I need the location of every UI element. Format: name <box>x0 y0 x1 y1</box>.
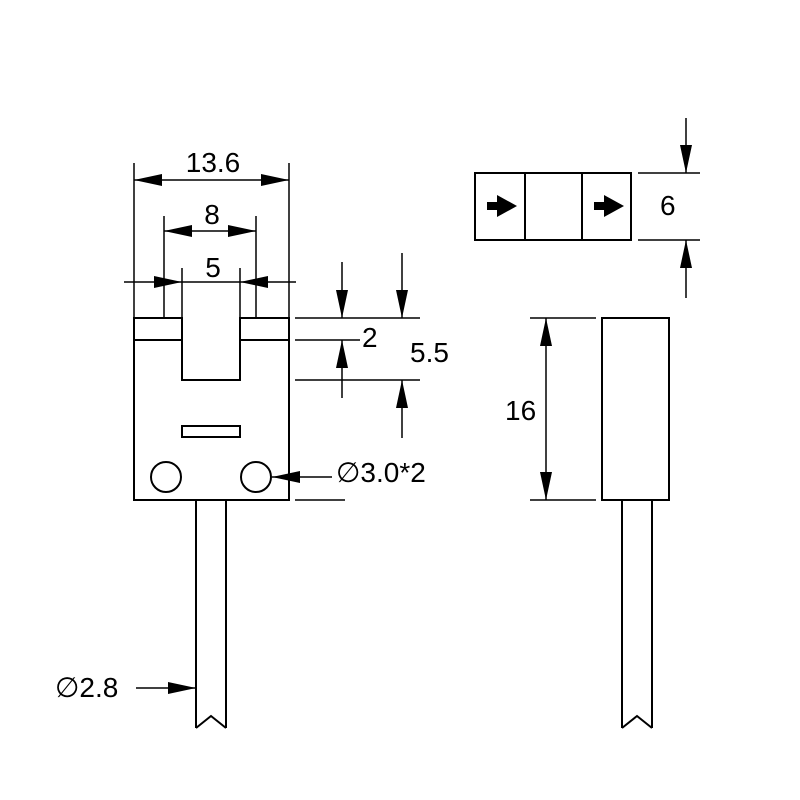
front-view <box>133 317 290 729</box>
arrowhead <box>228 225 256 237</box>
mounting-hole-left <box>150 461 182 493</box>
arrow-right-icon <box>594 195 624 217</box>
arrow-right-icon <box>487 195 517 217</box>
arrowhead <box>164 225 192 237</box>
side-view: 16 <box>505 317 670 729</box>
side-body <box>601 317 670 501</box>
front-dimensions: 13.6 8 5 2 5.5 ∅3.0*2 <box>55 147 449 703</box>
mounting-hole-right <box>240 461 272 493</box>
dim-width-label: 13.6 <box>186 147 241 178</box>
hole-callout-label: ∅3.0*2 <box>336 457 426 488</box>
indicator-window <box>181 425 241 438</box>
front-body-outline <box>133 317 290 501</box>
front-cable-break <box>195 714 227 729</box>
arrowhead <box>134 174 162 186</box>
arrowhead <box>336 290 348 318</box>
dim-slot-depth-label: 5.5 <box>410 337 449 368</box>
arrowhead <box>396 380 408 408</box>
side-cable-break <box>621 714 653 729</box>
arrowhead <box>240 276 268 288</box>
arrowhead <box>680 240 692 268</box>
arrowhead <box>680 145 692 173</box>
top-body <box>474 172 632 241</box>
dim-height-label: 16 <box>505 395 536 426</box>
top-view: 6 <box>474 118 700 298</box>
arrowhead <box>540 472 552 500</box>
dim-slot-outer-label: 8 <box>204 199 220 230</box>
arrowhead <box>272 471 300 483</box>
arrowhead <box>540 318 552 346</box>
arrowhead <box>261 174 289 186</box>
cable-callout-label: ∅2.8 <box>55 672 118 703</box>
arrowhead <box>396 290 408 318</box>
arrowhead <box>336 340 348 368</box>
arrowhead <box>168 682 196 694</box>
arrowhead <box>154 276 182 288</box>
dim-notch-label: 2 <box>362 322 378 353</box>
dim-slot-inner-label: 5 <box>205 252 221 283</box>
dim-thickness-label: 6 <box>660 190 676 221</box>
